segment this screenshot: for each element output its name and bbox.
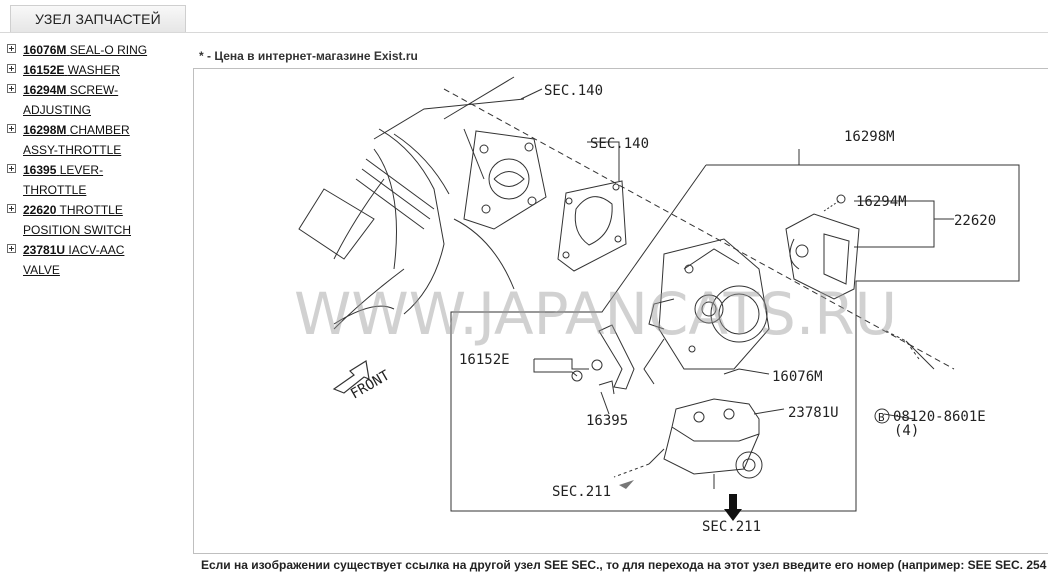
callout-23781U: 23781U [788, 405, 839, 421]
list-item: 16152E WASHER [0, 60, 180, 80]
part-link-22620[interactable]: 22620 THROTTLE POSITION SWITCH [23, 203, 131, 237]
tab-parts-assembly[interactable]: УЗЕЛ ЗАПЧАСТЕЙ [10, 5, 186, 32]
bolt-symbol-circle [874, 408, 890, 424]
watermark: WWW.JAPANCATS.RU [294, 280, 897, 348]
part-link-16076M[interactable]: 16076M SEAL-O RING [23, 43, 147, 57]
part-code: 16076M [23, 43, 67, 57]
callout-16076M: 16076M [772, 369, 823, 385]
list-item: 16294M SCREW- ADJUSTING [0, 80, 180, 120]
list-item: 16298M CHAMBER ASSY-THROTTLE [0, 120, 180, 160]
part-name-line2: POSITION SWITCH [23, 223, 131, 237]
part-link-23781U[interactable]: 23781U IACV-AAC VALVE [23, 243, 124, 277]
callout-bolt-qty: (4) [894, 423, 919, 439]
list-item: 23781U IACV-AAC VALVE [0, 240, 180, 280]
part-code: 16298M [23, 123, 67, 137]
parts-diagram: FRONT SEC.140 SEC.140 16298M 16294M 2262… [193, 68, 1048, 554]
part-link-16152E[interactable]: 16152E WASHER [23, 63, 120, 77]
part-name: LEVER- [59, 163, 104, 177]
part-name-line2: ADJUSTING [23, 103, 92, 117]
part-name: IACV-AAC [68, 243, 125, 257]
part-name-line2: ASSY-THROTTLE [23, 143, 122, 157]
callout-22620: 22620 [954, 213, 996, 229]
parts-list: 16076M SEAL-O RING 16152E WASHER 16294M … [0, 40, 180, 280]
callout-16395: 16395 [586, 413, 628, 429]
part-name: SCREW- [69, 83, 119, 97]
callout-16152E: 16152E [459, 352, 510, 368]
callout-16294M: 16294M [856, 194, 907, 210]
part-link-16294M[interactable]: 16294M SCREW- ADJUSTING [23, 83, 118, 117]
part-name-line2: VALVE [23, 263, 60, 277]
callout-16298M: 16298M [844, 129, 895, 145]
front-label: FRONT [348, 367, 393, 402]
part-link-16298M[interactable]: 16298M CHAMBER ASSY-THROTTLE [23, 123, 130, 157]
callout-bolt-symbol: B [878, 411, 885, 424]
expand-plus-icon[interactable] [7, 204, 16, 213]
part-name-line2: THROTTLE [23, 183, 87, 197]
expand-plus-icon[interactable] [7, 244, 16, 253]
expand-plus-icon[interactable] [7, 44, 16, 53]
part-name: SEAL-O RING [69, 43, 148, 57]
callout-bolt: 08120-8601E [893, 409, 986, 425]
part-name: CHAMBER [69, 123, 130, 137]
price-note: * - Цена в интернет-магазине Exist.ru [199, 49, 418, 63]
part-link-16395[interactable]: 16395 LEVER- THROTTLE [23, 163, 103, 197]
arrow-left-icon [619, 480, 634, 489]
part-code: 23781U [23, 243, 66, 257]
list-item: 16076M SEAL-O RING [0, 40, 180, 60]
expand-plus-icon[interactable] [7, 164, 16, 173]
diagram-drawing: FRONT SEC.140 SEC.140 16298M 16294M 2262… [294, 76, 1020, 535]
expand-plus-icon[interactable] [7, 84, 16, 93]
part-code: 22620 [23, 203, 57, 217]
expand-plus-icon[interactable] [7, 124, 16, 133]
part-code: 16294M [23, 83, 67, 97]
front-arrow-icon [332, 360, 370, 394]
tab-bar: УЗЕЛ ЗАПЧАСТЕЙ [0, 0, 1048, 33]
list-item: 16395 LEVER- THROTTLE [0, 160, 180, 200]
callout-sec140-mid: SEC.140 [590, 136, 649, 152]
arrow-down-icon [724, 494, 742, 521]
footer-note: Если на изображении существует ссылка на… [201, 558, 1047, 572]
callout-sec211-bottom: SEC.211 [702, 519, 761, 535]
part-code: 16395 [23, 163, 57, 177]
list-item: 22620 THROTTLE POSITION SWITCH [0, 200, 180, 240]
callout-sec140-top: SEC.140 [544, 83, 603, 99]
part-name: THROTTLE [59, 203, 123, 217]
part-name: WASHER [67, 63, 120, 77]
part-code: 16152E [23, 63, 65, 77]
expand-plus-icon[interactable] [7, 64, 16, 73]
callout-sec211-left: SEC.211 [552, 484, 611, 500]
